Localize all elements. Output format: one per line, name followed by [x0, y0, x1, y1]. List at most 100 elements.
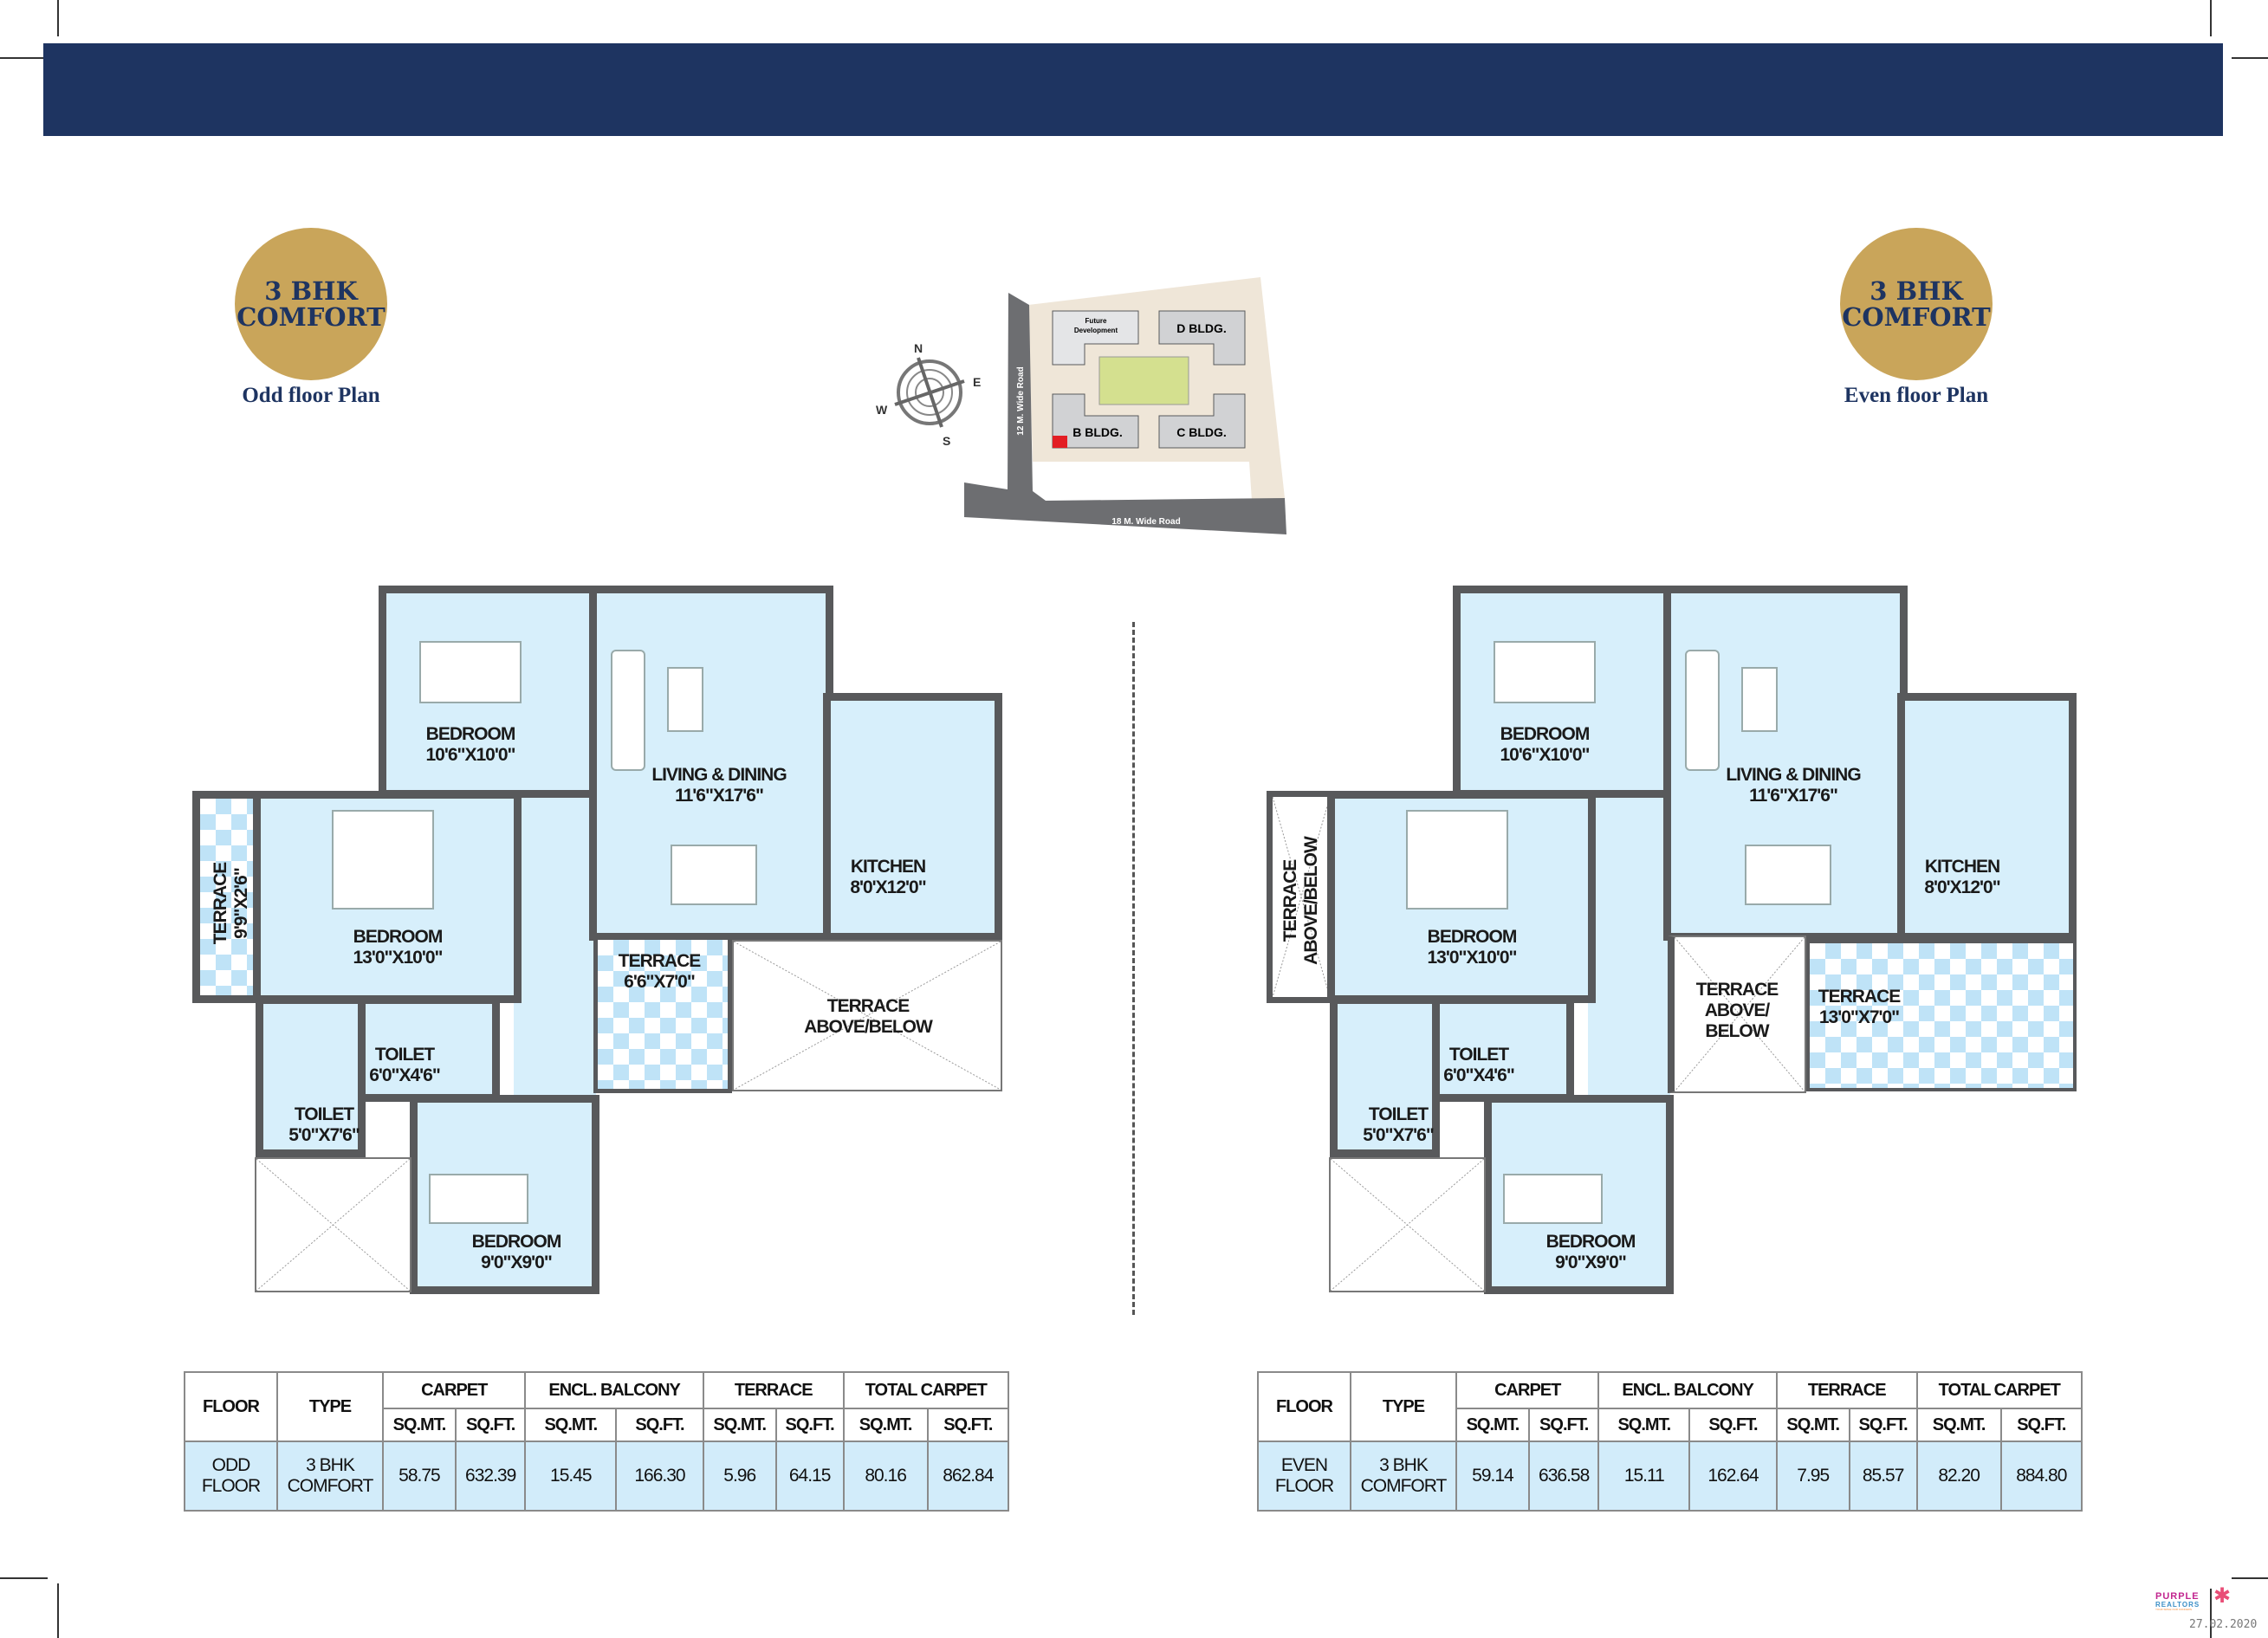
corridor [514, 784, 596, 1104]
area-table-even: FLOOR TYPE CARPET ENCL. BALCONY TERRACE … [1257, 1371, 2083, 1512]
d-building [1158, 310, 1246, 366]
logo-line1: PURPLE [2155, 1591, 2200, 1602]
subheader: SQ.FT. [1848, 1408, 1918, 1442]
badge-line2: COMFORT [1842, 302, 1991, 332]
table-icon [667, 667, 703, 732]
header-total: TOTAL CARPET [1915, 1371, 2083, 1409]
crop-mark [2232, 1577, 2268, 1579]
header-total: TOTAL CARPET [842, 1371, 1010, 1409]
badge-line1: 3 BHK [264, 275, 358, 306]
compass-icon [894, 357, 965, 428]
road [964, 293, 1286, 534]
crop-mark [0, 1577, 48, 1579]
room-terrace-left [192, 791, 262, 1003]
room-bedroom-2 [1327, 791, 1596, 1003]
plan-caption-odd: Odd floor Plan [242, 384, 380, 407]
plan-divider [1132, 622, 1135, 1315]
header-type: TYPE [1350, 1371, 1457, 1442]
bed-icon [1406, 810, 1508, 910]
unit-type-badge-odd: 3 BHK COMFORT [235, 228, 387, 380]
cell: 7.95 [1775, 1441, 1850, 1512]
crop-mark [2210, 1589, 2212, 1638]
cell: 80.16 [842, 1441, 929, 1512]
void-area [255, 1157, 411, 1292]
cell: 166.30 [615, 1441, 704, 1512]
unit-location-marker [1053, 436, 1067, 448]
subheader: SQ.MT. [524, 1408, 618, 1442]
subheader: SQ.FT. [1999, 1408, 2083, 1442]
cell: 15.11 [1597, 1441, 1691, 1512]
header-terrace: TERRACE [1775, 1371, 1918, 1409]
subheader: SQ.FT. [774, 1408, 845, 1442]
room-terrace-mid [593, 936, 732, 1093]
future-label: Development [1074, 327, 1118, 334]
subheader: SQ.MT. [1597, 1408, 1691, 1442]
subheader: SQ.MT. [1915, 1408, 2002, 1442]
crop-mark [57, 1583, 59, 1638]
room-terrace-mid [1668, 936, 1806, 1093]
compass-n: N [914, 341, 923, 355]
void-area [1329, 1157, 1486, 1292]
cell: 636.58 [1527, 1441, 1600, 1512]
header-type: TYPE [276, 1371, 384, 1442]
future-development-block [1052, 310, 1139, 366]
subheader: SQ.MT. [382, 1408, 457, 1442]
road-12-label: 12 M. Wide Road [1016, 366, 1026, 435]
logo-tagline: YOUR SMILE OUR CONCERN [2155, 1608, 2193, 1611]
subheader: SQ.FT. [615, 1408, 704, 1442]
crop-mark [57, 0, 59, 36]
room-bedroom-3 [1484, 1095, 1674, 1294]
header-balcony: ENCL. BALCONY [524, 1371, 704, 1409]
room-toilet-2 [1330, 996, 1440, 1157]
compass-e: E [973, 375, 981, 389]
subheader: SQ.FT. [1688, 1408, 1778, 1442]
print-date: 27.02.2020 [2189, 1618, 2258, 1631]
room-toilet-1 [1431, 996, 1574, 1102]
bed-icon [332, 810, 434, 910]
b-bldg-label: B BLDG. [1072, 425, 1123, 439]
subheader: SQ.FT. [454, 1408, 527, 1442]
subheader: SQ.MT. [702, 1408, 777, 1442]
crop-mark [0, 57, 48, 59]
badge-line2: COMFORT [237, 302, 386, 332]
future-label: Future [1085, 317, 1107, 325]
compass-s: S [943, 434, 950, 448]
road-18-label: 18 M. Wide Road [1111, 517, 1180, 527]
header-floor: FLOOR [184, 1371, 278, 1442]
header-floor: FLOOR [1257, 1371, 1351, 1442]
c-bldg-label: C BLDG. [1176, 425, 1227, 439]
logo-line2: REALTORS [2155, 1601, 2200, 1609]
subheader: SQ.FT. [926, 1408, 1010, 1442]
key-site-plan: Future Development D BLDG. B BLDG. C BLD… [876, 277, 1286, 534]
bed-icon [419, 641, 522, 703]
header-terrace: TERRACE [702, 1371, 845, 1409]
garden [1098, 356, 1189, 405]
c-building [1158, 393, 1246, 449]
table-icon [1741, 667, 1778, 732]
header-band [43, 43, 2223, 136]
sofa-icon [1685, 650, 1720, 771]
room-terrace-right [1806, 940, 2077, 1091]
cell: 162.64 [1688, 1441, 1778, 1512]
cell: 58.75 [382, 1441, 457, 1512]
cell: 884.80 [1999, 1441, 2083, 1512]
room-toilet-2 [256, 996, 366, 1157]
header-balcony: ENCL. BALCONY [1597, 1371, 1778, 1409]
cell: 15.45 [524, 1441, 618, 1512]
